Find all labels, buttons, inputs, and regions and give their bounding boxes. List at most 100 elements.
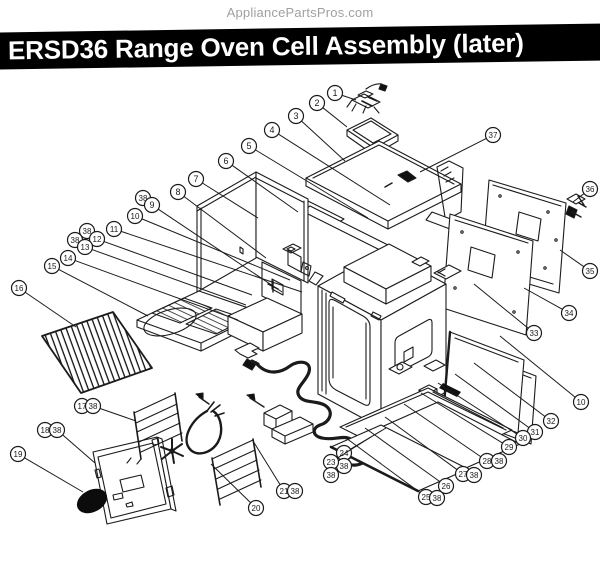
callout-23: 23 [322, 436, 372, 471]
svg-text:21: 21 [280, 487, 289, 496]
callout-36: 36 [572, 180, 599, 203]
svg-text:8: 8 [175, 187, 180, 197]
callout-38: 38 [84, 397, 137, 422]
svg-text:38: 38 [495, 457, 504, 466]
svg-text:38: 38 [71, 236, 80, 245]
callout-20: 20 [210, 463, 265, 517]
svg-text:38: 38 [340, 462, 349, 471]
svg-text:9: 9 [149, 200, 154, 210]
svg-text:14: 14 [64, 254, 73, 263]
svg-text:7: 7 [193, 174, 198, 184]
callout-15: 15 [43, 257, 149, 317]
callout-7: 7 [187, 170, 259, 219]
callout-38: 38 [286, 482, 304, 500]
svg-text:6: 6 [223, 156, 228, 166]
callout-35: 35 [559, 249, 599, 280]
part-switch-36 [565, 193, 587, 219]
svg-text:1: 1 [332, 88, 337, 98]
svg-text:17: 17 [78, 402, 87, 411]
callout-34: 34 [523, 287, 578, 322]
callout-33: 33 [473, 283, 543, 342]
callout-12: 12 [88, 230, 253, 296]
svg-text:31: 31 [531, 428, 540, 437]
svg-text:38: 38 [83, 227, 92, 236]
callout-5: 5 [240, 137, 369, 219]
svg-text:2: 2 [314, 98, 319, 108]
part-support-bracket [234, 342, 260, 371]
svg-text:5: 5 [246, 141, 251, 151]
callout-11: 11 [105, 220, 303, 293]
svg-text:19: 19 [14, 450, 23, 459]
callout-38: 38 [322, 466, 340, 484]
callout-16: 16 [10, 279, 77, 328]
svg-text:38: 38 [53, 426, 62, 435]
svg-text:10: 10 [131, 212, 140, 221]
svg-text:16: 16 [15, 284, 24, 293]
callout-6: 6 [217, 152, 299, 213]
svg-text:10: 10 [577, 398, 586, 407]
callout-4: 4 [263, 121, 391, 206]
callout-38: 38 [490, 452, 508, 470]
callout-29: 29 [420, 392, 518, 456]
callout-19: 19 [9, 445, 84, 493]
svg-text:13: 13 [81, 243, 90, 252]
part-shelf-bracket [271, 416, 314, 445]
part-oven-rack-dark [41, 311, 153, 394]
part-door-glass-oval [76, 488, 108, 514]
callout-2: 2 [308, 94, 348, 128]
svg-text:33: 33 [530, 329, 539, 338]
svg-text:11: 11 [110, 225, 119, 234]
page-title: ERSD36 Range Oven Cell Assembly (later) [7, 27, 524, 66]
part-screw-fasteners [195, 392, 265, 408]
callout-1: 1 [326, 84, 357, 102]
part-oven-door [92, 436, 177, 525]
svg-text:37: 37 [489, 131, 498, 140]
callout-21: 21 [252, 440, 293, 500]
callout-10: 10 [499, 335, 590, 411]
svg-text:3: 3 [293, 111, 298, 121]
svg-text:28: 28 [483, 457, 492, 466]
svg-text:35: 35 [586, 267, 595, 276]
svg-text:25: 25 [422, 493, 431, 502]
svg-text:23: 23 [327, 458, 336, 467]
callout-layer: 1234567838910113812381314151637363534331… [9, 84, 599, 517]
svg-text:4: 4 [269, 125, 274, 135]
callout-32: 32 [473, 362, 560, 430]
svg-text:12: 12 [93, 235, 102, 244]
part-door-gasket-loop [185, 401, 225, 455]
svg-text:38: 38 [470, 471, 479, 480]
part-latch-hardware [267, 243, 324, 293]
svg-text:38: 38 [433, 494, 442, 503]
svg-text:36: 36 [586, 185, 595, 194]
callout-38: 38 [428, 489, 446, 507]
svg-text:20: 20 [252, 504, 261, 513]
svg-text:30: 30 [519, 434, 528, 443]
part-burner-igniter [346, 83, 388, 114]
svg-text:38: 38 [139, 194, 148, 203]
callout-8: 8 [169, 183, 267, 259]
svg-text:38: 38 [291, 487, 300, 496]
callout-10: 10 [126, 207, 291, 281]
svg-text:27: 27 [459, 470, 468, 479]
svg-text:29: 29 [505, 443, 514, 452]
svg-text:26: 26 [442, 482, 451, 491]
svg-text:18: 18 [41, 426, 50, 435]
part-rack-guide-left [126, 392, 183, 465]
svg-text:38: 38 [89, 402, 98, 411]
callout-13: 13 [76, 238, 247, 306]
watermark-text: AppliancePartsPros.com [226, 5, 374, 20]
part-rack-guide-right [211, 438, 262, 506]
callout-38: 38 [465, 466, 483, 484]
callout-26: 26 [364, 427, 455, 495]
callout-31: 31 [454, 373, 544, 441]
callout-3: 3 [287, 107, 346, 162]
svg-text:38: 38 [327, 471, 336, 480]
svg-text:34: 34 [565, 309, 574, 318]
part-fan-spider [160, 438, 184, 464]
callout-14: 14 [59, 249, 239, 321]
callout-37: 37 [419, 126, 502, 173]
callout-30: 30 [437, 382, 532, 447]
callout-38: 38 [48, 421, 96, 464]
svg-text:15: 15 [48, 262, 57, 271]
